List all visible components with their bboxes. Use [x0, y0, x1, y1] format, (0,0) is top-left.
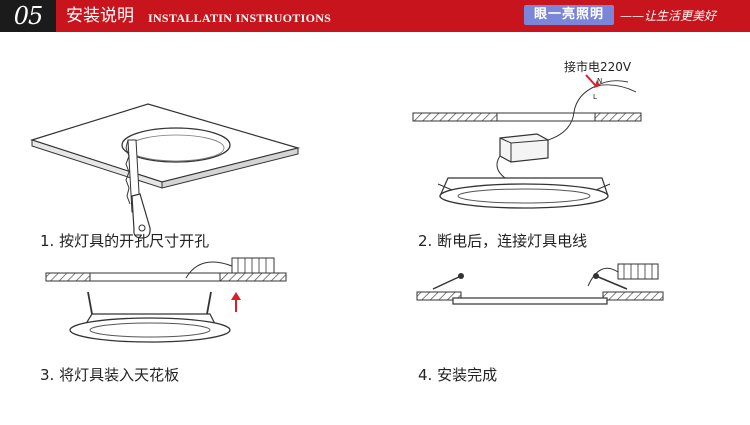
step2-illustration: [412, 74, 642, 209]
step3-illustration: [45, 257, 287, 343]
step-2-label: 2. 断电后，连接灯具电线: [418, 232, 588, 250]
section-title-cn: 安装说明: [66, 6, 134, 26]
section-title-en: INSTALLATIN INSTRUOTIONS: [148, 11, 332, 25]
section-number: 05: [0, 0, 56, 32]
wire-n-mark: N: [597, 77, 603, 85]
step-4-label: 4. 安装完成: [418, 366, 498, 384]
brand-logo: 眼一亮照明: [524, 5, 614, 25]
brand-slogan: ——让生活更美好: [620, 9, 717, 23]
header-bar: 05 安装说明 INSTALLATIN INSTRUOTIONS 眼一亮照明 —…: [0, 0, 750, 32]
step1-illustration: [30, 103, 301, 239]
power-label: 接市电220V: [564, 60, 632, 74]
wire-l-mark: L: [593, 93, 597, 101]
step-3-label: 3. 将灯具装入天花板: [40, 366, 180, 384]
step-1-label: 1. 按灯具的开孔尺寸开孔: [40, 232, 210, 250]
installation-diagrams: [30, 74, 664, 343]
step4-illustration: [416, 263, 664, 305]
